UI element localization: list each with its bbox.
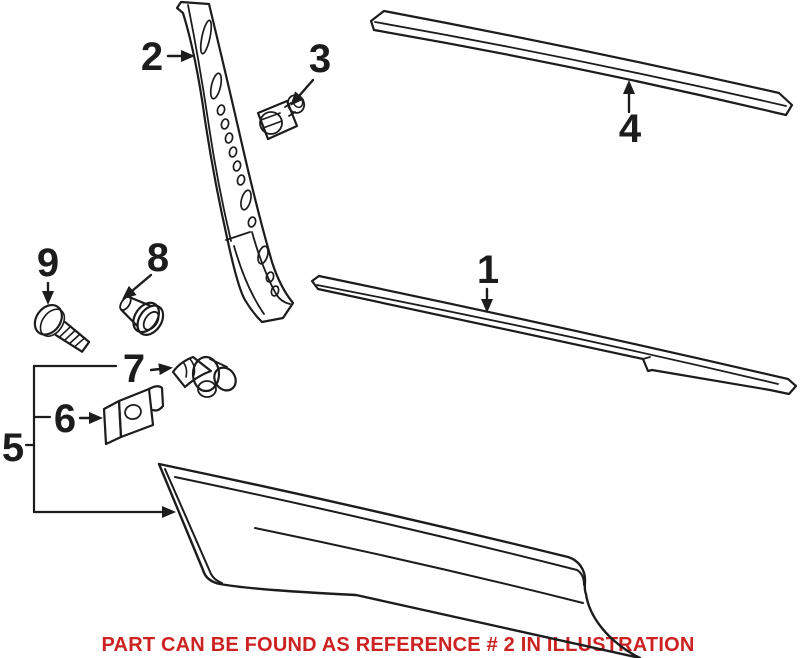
part9-label: 9 — [37, 241, 59, 285]
bracket-hole — [124, 404, 142, 420]
strip-outline — [310, 274, 798, 396]
part7-clip-drawing — [171, 355, 237, 398]
part3-clip-drawing — [256, 94, 306, 141]
slot-hole — [216, 104, 226, 116]
part7-label: 7 — [123, 347, 145, 391]
lower-molding-drawing — [157, 462, 642, 658]
part7-arrow — [149, 363, 173, 376]
line-art — [24, 0, 798, 658]
strip-outline — [369, 9, 794, 117]
bracket-rolled-edge — [147, 385, 165, 412]
clip-pin-head — [286, 94, 306, 114]
slot-hole — [240, 189, 252, 211]
reference-note: PART CAN BE FOUND AS REFERENCE # 2 IN IL… — [102, 634, 695, 656]
retainer-ring — [191, 355, 221, 393]
part1-strip-drawing — [310, 274, 798, 396]
retainer-stud-top — [209, 358, 228, 368]
callout-labels: 1 2 3 4 5 6 7 8 9 — [2, 35, 642, 470]
part6-bracket-drawing — [102, 385, 165, 446]
part8-grommet-drawing — [119, 295, 165, 336]
trim-outline — [175, 0, 295, 324]
grommet-flange — [136, 304, 165, 336]
screw-head — [33, 303, 63, 336]
clip-base — [256, 99, 299, 141]
slot-hole — [270, 285, 280, 297]
clip-screw-head — [259, 111, 283, 135]
trim-inner-edge — [187, 4, 232, 242]
slot-hole — [199, 19, 213, 55]
molding-upper-line — [174, 476, 585, 586]
slot-hole — [232, 160, 242, 172]
trim-slots — [199, 19, 280, 297]
clip-screw-slot — [260, 112, 283, 129]
trim-joint-line — [225, 231, 251, 241]
clip-pin-head-inner — [292, 95, 304, 109]
part4-strip-drawing — [369, 9, 794, 117]
slot-hole — [224, 132, 234, 144]
screw-head-dome — [39, 308, 66, 338]
trim-lower-flange-line — [251, 231, 291, 305]
molding-left-face-line — [164, 468, 223, 584]
molding-accent-line — [254, 527, 584, 604]
strip-edge-line — [374, 21, 787, 107]
slot-hole — [228, 146, 238, 158]
part2-pillar-trim-drawing — [175, 0, 295, 324]
strip-notch — [642, 356, 651, 360]
part2-label: 2 — [141, 35, 163, 79]
part8-label: 8 — [147, 236, 169, 280]
molding-outline — [157, 462, 642, 658]
retainer-cone — [171, 355, 213, 389]
retainer-lip — [197, 380, 217, 398]
grommet-flange-back — [132, 301, 161, 334]
slot-hole — [209, 72, 223, 100]
part4-label: 4 — [619, 107, 642, 151]
part8-arrow — [122, 273, 153, 300]
screw-threads — [58, 325, 86, 348]
retainer-stud — [213, 366, 237, 392]
trim-lower-inner-edge — [233, 245, 265, 315]
part1-label: 1 — [477, 248, 499, 292]
strip-center-line — [316, 284, 779, 385]
callout-arrows — [42, 50, 635, 424]
slot-hole — [265, 271, 275, 283]
part3-label: 3 — [309, 37, 331, 81]
slot-hole — [220, 118, 230, 130]
bracket-face — [117, 387, 155, 439]
part3-arrow — [290, 78, 315, 106]
part5-bracket-lines — [24, 364, 176, 518]
part5-label: 5 — [2, 426, 24, 470]
slot-hole — [257, 245, 269, 265]
slot-hole — [236, 174, 246, 186]
part9-screw-drawing — [33, 303, 91, 353]
slot-hole — [247, 216, 257, 228]
part6-label: 6 — [54, 397, 76, 441]
